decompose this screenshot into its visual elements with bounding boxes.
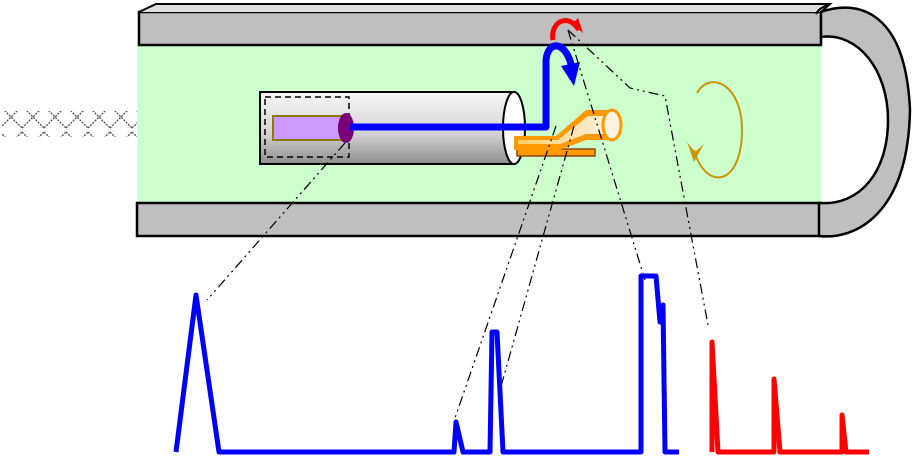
guide-lines bbox=[206, 29, 709, 419]
fiber-connector bbox=[338, 113, 354, 143]
tube-top-wall bbox=[137, 10, 823, 47]
guide-line-housing-2 bbox=[499, 125, 575, 391]
tube-end-cap bbox=[817, 6, 912, 238]
trace-series-1 bbox=[173, 273, 679, 455]
side-mirror bbox=[514, 108, 623, 157]
rotation-arrow-icon bbox=[687, 81, 744, 179]
fiber-beam bbox=[350, 42, 576, 131]
tube-bottom-wall bbox=[135, 201, 823, 238]
guide-line-lens bbox=[206, 142, 346, 301]
beam-hook-arrow-icon bbox=[561, 62, 580, 86]
guide-line-wall bbox=[567, 29, 709, 326]
signal-trace bbox=[173, 273, 869, 455]
back-reflection-arrow-icon bbox=[550, 18, 583, 41]
grin-lens bbox=[272, 115, 346, 141]
trace-series-2 bbox=[709, 339, 869, 455]
guide-line-mirror bbox=[567, 29, 646, 281]
